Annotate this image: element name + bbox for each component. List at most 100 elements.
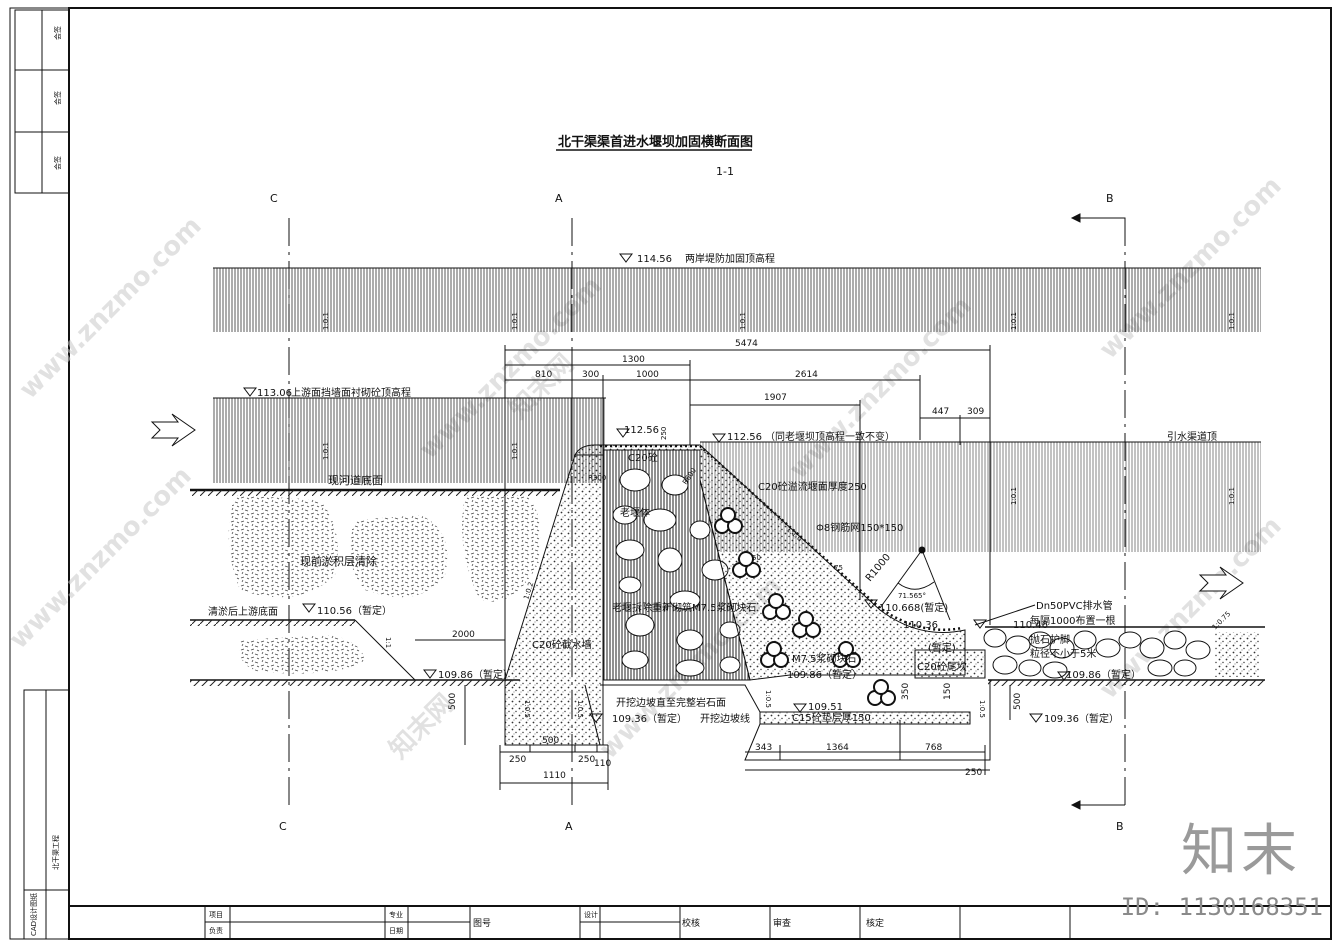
document-id: ID: 1130168351 (1120, 893, 1323, 921)
label-riverbed: 现河道底面 (328, 473, 383, 487)
svg-text:1:0.1: 1:0.1 (322, 442, 330, 460)
section-mark-b-top: B (1106, 192, 1114, 205)
tb-r2: 负责 (209, 926, 223, 935)
label-angle: 71.565° (898, 592, 926, 600)
section-mark-a-top: A (555, 192, 563, 205)
dim-1364: 1364 (826, 743, 849, 753)
dimension-lines-bottom (415, 639, 1011, 790)
elev-apron-end: 110.668(暂定) (879, 601, 948, 614)
label-silt: 现前淤积层清除 (300, 554, 377, 568)
excavation-lines (584, 680, 991, 761)
dim-1300: 1300 (622, 355, 645, 365)
label-riprap: 抛石护脚 (1030, 633, 1070, 646)
section-mark-a-bottom: A (565, 820, 573, 833)
note-bucket: (暂定) (928, 641, 956, 654)
label-riprap-2: 粒径不小于5米 (1030, 647, 1096, 660)
section-b-arrows (1070, 213, 1126, 810)
tb-design: 设计 (584, 910, 598, 919)
tb-drawing-no: 图号 (473, 918, 491, 929)
svg-text:1:0.1: 1:0.1 (511, 312, 519, 330)
label-weir-top: （同老堰坝顶高程一致不变） (765, 430, 895, 443)
flow-arrow-out (1198, 566, 1244, 600)
label-c20-cap: C20砼 (628, 451, 658, 464)
brand-watermark: 知末 (1181, 819, 1301, 884)
title-block (69, 905, 1331, 939)
dim-1907: 1907 (764, 393, 787, 403)
tb-r1: 项目 (209, 911, 223, 919)
label-c20-wall: C20砼截水墙 (532, 638, 592, 651)
company-name: CAD设计图纸 (29, 893, 38, 936)
section-number: 1-1 (716, 165, 734, 178)
svg-text:1:0.1: 1:0.1 (1228, 487, 1236, 505)
bucket-arc (879, 546, 951, 621)
silt-deposits (228, 495, 541, 674)
slope-labels: 1:0.1 1:0.1 1:0.1 1:0.1 1:0.1 1:0.1 1:0.… (322, 312, 1236, 505)
svg-text:1:0.1: 1:0.1 (1010, 312, 1018, 330)
sign-label-2: 会签 (53, 91, 62, 105)
dim-110: 110 (594, 759, 611, 769)
section-mark-b-bottom: B (1116, 820, 1124, 833)
m75-stones (714, 507, 896, 706)
svg-text:1:0.1: 1:0.1 (511, 442, 519, 460)
slope-cut-2: 1:0.5 (576, 700, 584, 718)
upstream-wall-hatch (213, 398, 606, 483)
elev-fill-bottom: 109.51 (808, 702, 843, 713)
sign-label-3: 会签 (53, 156, 62, 170)
section-mark-c-top: C (270, 192, 278, 205)
dim-810: 810 (535, 370, 552, 380)
elev-dike-top: 114.56 (637, 254, 672, 265)
label-overflow: C20砼溢流堰面厚度250 (758, 480, 867, 493)
tb-review: 审查 (773, 917, 791, 929)
inner-frame (68, 7, 1332, 940)
dim-343: 343 (755, 743, 772, 753)
dredge-hatch (190, 620, 355, 626)
tb-r3: 专业 (389, 910, 403, 919)
tb-r4: 日期 (389, 927, 403, 935)
dike-hatch-upper (213, 268, 1261, 332)
elev-after-dredge: 110.56（暂定） (317, 604, 392, 617)
dim-300: 300 (582, 370, 599, 380)
dim-2614: 2614 (795, 370, 818, 380)
dim-75: 75 (834, 564, 843, 572)
elev-cutoff-bottom: 109.36（暂定） (612, 712, 687, 725)
label-rebuild: 老堰拆除重新砌筑M7.5浆砌块石 (612, 601, 757, 614)
watermark-text-5: www.znzmo.com (4, 461, 198, 655)
dim-50: 50 (752, 554, 761, 562)
svg-text:1:0.1: 1:0.1 (1228, 312, 1236, 330)
elev-right-bottom: 109.36（暂定） (1044, 712, 1119, 725)
tb-approve: 核定 (866, 917, 884, 929)
dim-150: 150 (943, 683, 953, 700)
section-mark-c-bottom: C (279, 820, 287, 833)
elev-right-base: 109.86（暂定） (1066, 668, 1141, 681)
elev-weir-top: 112.56 (624, 425, 659, 436)
overflow-weir (574, 444, 966, 681)
label-c15: C15砼垫层厚150 (792, 711, 871, 724)
label-after-dredge: 清淤后上游底面 (208, 605, 278, 618)
label-dike-top: 两岸堤防加固顶高程 (685, 252, 775, 265)
riverbed-hatch (190, 490, 560, 496)
dim-250-mid: 250 (578, 755, 595, 765)
label-old-masonry: 老堰体 (620, 506, 650, 519)
label-excavate-line: 开挖边坡线 (700, 712, 750, 725)
slope-riprap: 1:0.75 (1211, 610, 1233, 632)
dim-2000: 2000 (452, 630, 475, 640)
watermark-text-1: www.znzmo.com (14, 211, 208, 405)
dimension-lines-top (504, 345, 991, 680)
dim-1000: 1000 (636, 370, 659, 380)
dim-1110: 1110 (543, 771, 566, 781)
dim-309: 309 (967, 407, 984, 417)
dim-447: 447 (932, 407, 949, 417)
dim-350: 350 (901, 683, 911, 700)
elev-fill-base: 109.86（暂定） (787, 668, 862, 681)
svg-text:1:0.1: 1:0.1 (1010, 487, 1018, 505)
base-hatch-left (190, 680, 515, 686)
dim-250-top: 250 (660, 427, 668, 440)
tb-check: 校核 (682, 917, 700, 929)
base-hatch-right (988, 680, 1265, 686)
elev-downstream-bed: 110.46 (1013, 620, 1048, 631)
tail-sill (914, 649, 986, 679)
label-r1000: R1000 (864, 552, 893, 584)
label-pvc: Dn50PVC排水管 (1036, 599, 1113, 612)
svg-text:1:0.1: 1:0.1 (739, 312, 747, 330)
dim-500-left: 500 (448, 693, 458, 710)
